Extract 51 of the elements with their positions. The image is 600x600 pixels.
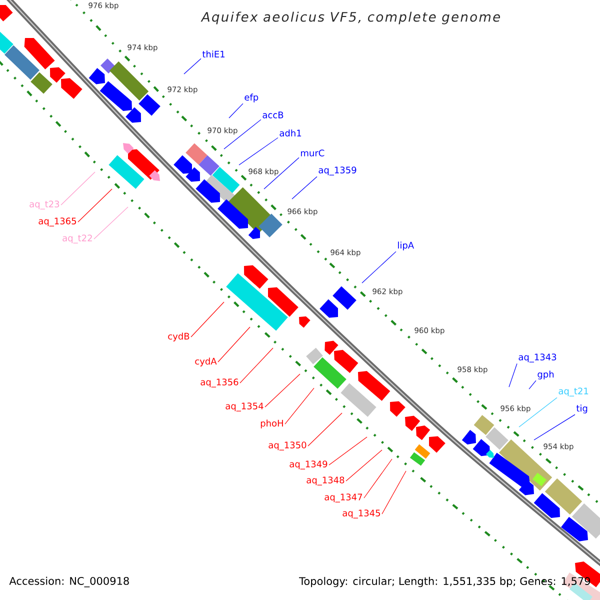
leader-line bbox=[190, 302, 224, 338]
leader-line bbox=[292, 176, 318, 200]
gene-label: gph bbox=[538, 370, 554, 380]
leader-line bbox=[362, 251, 396, 284]
gene-label: aq_t23 bbox=[30, 200, 60, 210]
leader-line bbox=[224, 119, 262, 150]
gene-label: accB bbox=[262, 112, 284, 118]
gene-label: murC bbox=[301, 150, 324, 156]
gene-label: adh1 bbox=[280, 130, 302, 136]
leader-line bbox=[218, 326, 250, 362]
gene-label: aq_1354 bbox=[226, 402, 264, 412]
leader-line bbox=[346, 450, 382, 482]
leader-line bbox=[528, 380, 536, 390]
leader-line bbox=[238, 137, 278, 166]
leader-line bbox=[78, 188, 112, 222]
gene-label: aq_1359 bbox=[318, 166, 356, 176]
leader-line bbox=[264, 374, 300, 408]
leader-line bbox=[240, 348, 274, 384]
footer-text: Accession: NC_000918 bbox=[9, 576, 129, 588]
leader-line bbox=[308, 412, 342, 446]
leader-line bbox=[382, 470, 406, 514]
gene-label: phoH bbox=[260, 420, 283, 428]
gene-label: aq_t22 bbox=[62, 234, 92, 244]
leader-line bbox=[518, 397, 558, 428]
gene-label: aq_1345 bbox=[342, 510, 380, 518]
gene-label: cydA bbox=[195, 358, 217, 366]
footer-text: Topology: circular; Length: 1,551,335 bp; Genes: 1,579 bbox=[299, 576, 590, 588]
leader-line bbox=[534, 414, 576, 440]
leader-line bbox=[60, 172, 96, 206]
leader-line bbox=[284, 388, 314, 424]
gene-label: cydB bbox=[168, 332, 190, 342]
gene-label: aq_1349 bbox=[290, 460, 328, 470]
leader-line bbox=[328, 436, 368, 466]
title: Aquifex aeolicus VF5, complete genome bbox=[200, 12, 500, 24]
gene-label: aq_1347 bbox=[324, 494, 362, 502]
gene-label: aq_1350 bbox=[268, 442, 306, 450]
leader-line bbox=[228, 103, 244, 118]
leader-line bbox=[364, 458, 392, 498]
leader-line bbox=[508, 363, 518, 388]
gene-label: aq_1356 bbox=[200, 378, 238, 388]
gene-label: tig bbox=[576, 404, 588, 414]
gene-label: aq_1348 bbox=[306, 476, 344, 486]
gene-label: efp bbox=[244, 94, 258, 102]
gene-label: aq_t21 bbox=[558, 388, 588, 396]
gene-label: thiE1 bbox=[202, 50, 225, 58]
gene-label: aq_1343 bbox=[518, 354, 556, 362]
leader-line bbox=[94, 206, 128, 240]
gene-label: aq_1365 bbox=[38, 218, 76, 226]
leader-line bbox=[184, 58, 202, 74]
leader-line bbox=[264, 157, 300, 190]
gene-label: lipA bbox=[398, 242, 414, 250]
